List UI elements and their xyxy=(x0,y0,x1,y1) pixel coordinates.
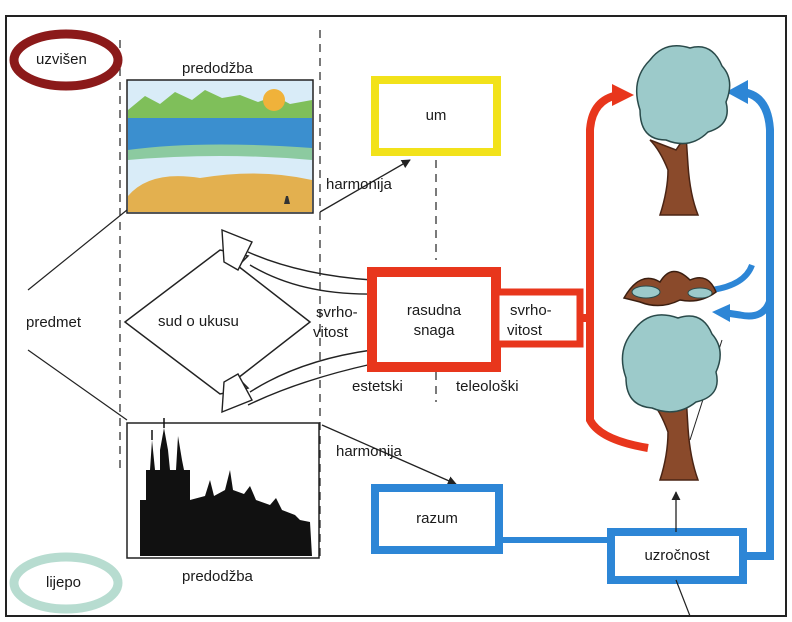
red-arrowhead-top xyxy=(612,84,634,106)
seed-icon xyxy=(622,270,717,307)
uzrocnost-label: uzročnost xyxy=(644,547,710,564)
blue-arrow-seed xyxy=(711,263,755,293)
um-label: um xyxy=(425,107,447,124)
sud-o-ukusu-label: sud o ukusu xyxy=(158,313,239,330)
outline-arrowhead-down xyxy=(221,373,253,414)
rasudna-snaga-line1: rasudna xyxy=(406,302,462,319)
blue-arrow-outer xyxy=(741,88,774,560)
cathedral-silhouette xyxy=(126,418,320,559)
predmet-line-top xyxy=(27,209,128,291)
blue-arrow-inner xyxy=(719,298,774,320)
svrhovitost-left-line1: svrho- xyxy=(316,304,358,321)
svrhovitost-right-channel xyxy=(492,288,584,348)
lijepo-ellipse xyxy=(9,552,123,614)
uzviseno-label: uzvišen xyxy=(36,51,87,68)
uzviseno-ellipse xyxy=(9,29,123,91)
landscape-picture xyxy=(126,79,314,214)
tree-bottom-icon xyxy=(621,314,721,481)
svrhovitost-right-line1: svrho- xyxy=(510,302,552,319)
razum-box xyxy=(371,484,503,554)
outline-arrow-down xyxy=(249,349,373,393)
predodzba-bottom-label: predodžba xyxy=(182,568,253,585)
tree-top-icon xyxy=(635,45,731,216)
svrhovitost-right-line2: vitost xyxy=(507,322,543,339)
outline-arrow-down-2 xyxy=(247,363,373,406)
outline-arrow-up-2 xyxy=(249,264,373,295)
predmet-label: predmet xyxy=(26,314,82,331)
red-arrow-path xyxy=(580,91,619,322)
predmet-line-bottom xyxy=(27,349,128,421)
rasudna-snaga-box xyxy=(367,267,501,372)
predodzba-top-label: predodžba xyxy=(182,60,253,77)
um-box xyxy=(371,76,501,156)
blue-arrowhead-mid xyxy=(712,304,730,322)
lijepo-label: lijepo xyxy=(46,574,82,591)
blue-arrowhead-top xyxy=(726,80,748,104)
svrhovitost-left-line2: vitost xyxy=(313,324,349,341)
bottom-pointer xyxy=(675,579,691,617)
teleoloski-label: teleološki xyxy=(456,378,519,395)
outline-arrowhead-up xyxy=(221,228,253,271)
estetski-label: estetski xyxy=(352,378,403,395)
red-arrow-lower xyxy=(586,318,649,452)
rasudna-snaga-line2: snaga xyxy=(413,322,455,339)
harmonija-arrow-top xyxy=(319,159,411,213)
outline-arrow-up xyxy=(247,251,373,281)
harmonija-arrow-bottom xyxy=(321,424,457,485)
harmonija-bottom-label: harmonija xyxy=(336,443,402,460)
harmonija-top-label: harmonija xyxy=(326,176,392,193)
razum-label: razum xyxy=(416,510,458,527)
